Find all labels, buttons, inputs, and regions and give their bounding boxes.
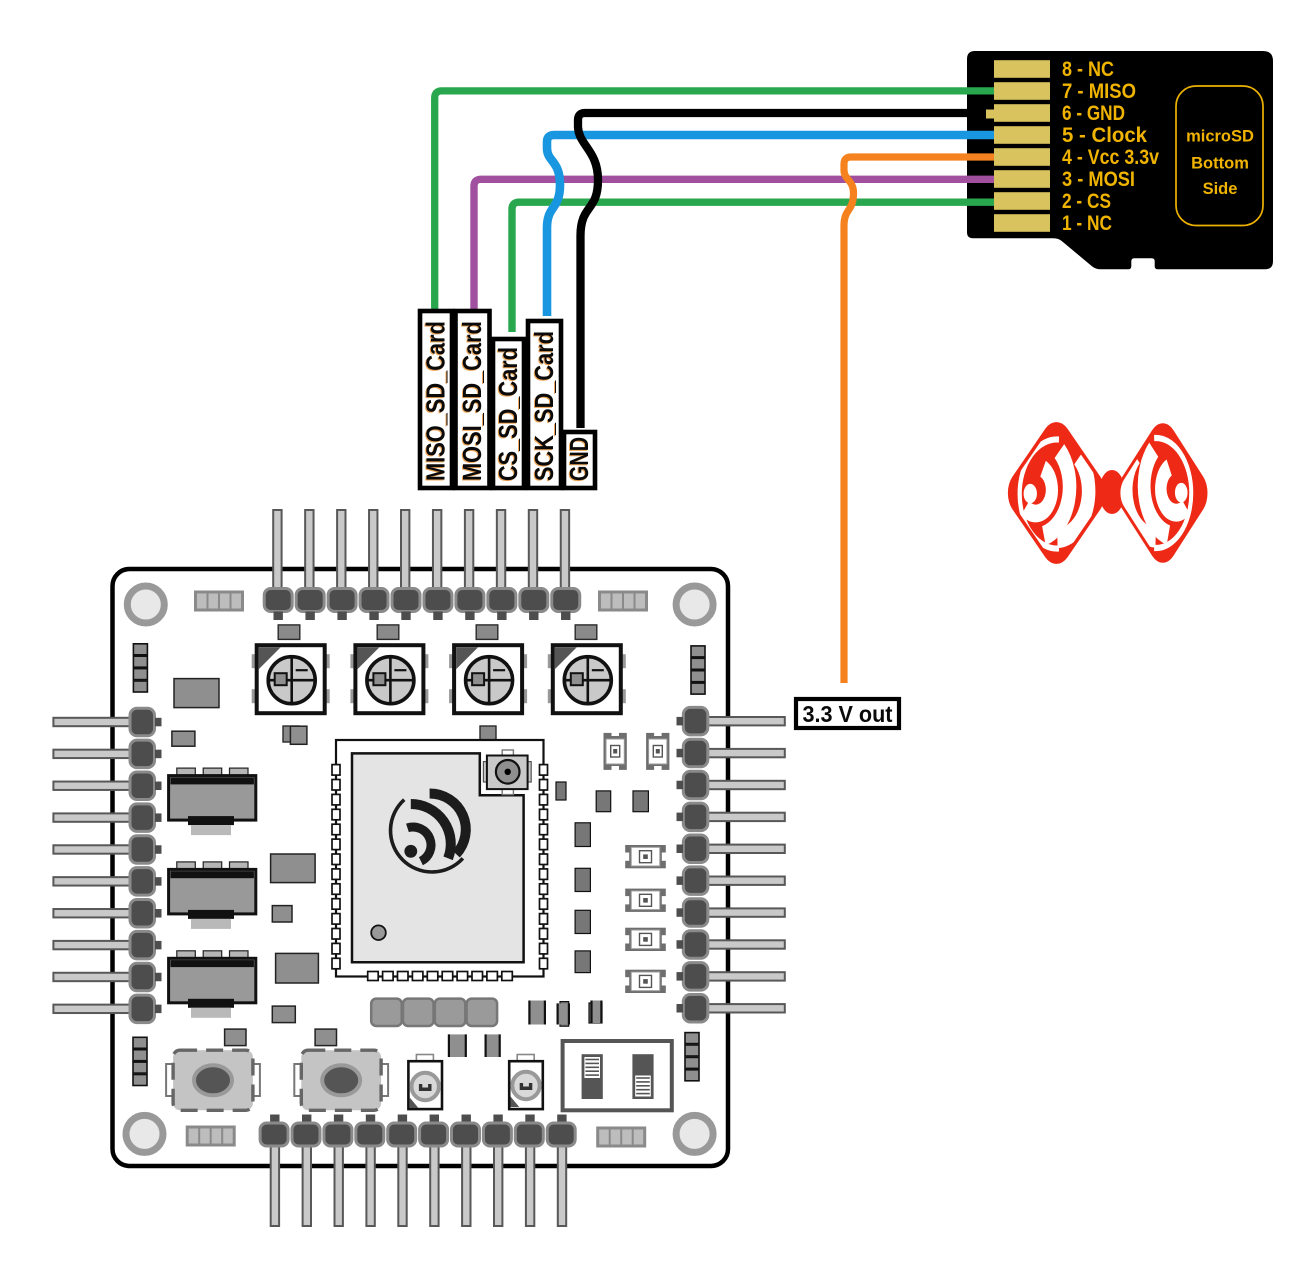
svg-text:Side: Side bbox=[1203, 180, 1238, 198]
svg-text:microSD: microSD bbox=[1186, 128, 1254, 146]
svg-text:7 - MISO: 7 - MISO bbox=[1062, 80, 1136, 103]
svg-text:MOSI_SD_Card: MOSI_SD_Card bbox=[457, 321, 487, 481]
svg-text:Bottom: Bottom bbox=[1191, 154, 1249, 172]
svg-text:SCK_SD_Card: SCK_SD_Card bbox=[529, 331, 559, 481]
svg-text:3.3 V out: 3.3 V out bbox=[803, 701, 893, 727]
svg-text:6 - GND: 6 - GND bbox=[1062, 102, 1125, 125]
svg-text:CS_SD_Card: CS_SD_Card bbox=[493, 347, 523, 481]
svg-text:2 - CS: 2 - CS bbox=[1062, 190, 1111, 213]
svg-text:8 - NC: 8 - NC bbox=[1062, 58, 1114, 81]
svg-text:5 - Clock: 5 - Clock bbox=[1062, 124, 1147, 147]
svg-text:SCK_SD_Card: SCK_SD_Card bbox=[528, 332, 558, 482]
svg-text:GND: GND bbox=[564, 437, 594, 481]
svg-text:MISO_SD_Card: MISO_SD_Card bbox=[420, 322, 450, 482]
svg-text:MISO_SD_Card: MISO_SD_Card bbox=[421, 321, 451, 481]
svg-text:4 - Vcc 3.3v: 4 - Vcc 3.3v bbox=[1062, 146, 1159, 169]
svg-text:GND: GND bbox=[563, 438, 593, 482]
svg-text:CS_SD_Card: CS_SD_Card bbox=[492, 348, 522, 482]
svg-text:1 - NC: 1 - NC bbox=[1062, 212, 1112, 235]
svg-text:MOSI_SD_Card: MOSI_SD_Card bbox=[456, 322, 486, 482]
svg-text:3 - MOSI: 3 - MOSI bbox=[1062, 168, 1135, 191]
